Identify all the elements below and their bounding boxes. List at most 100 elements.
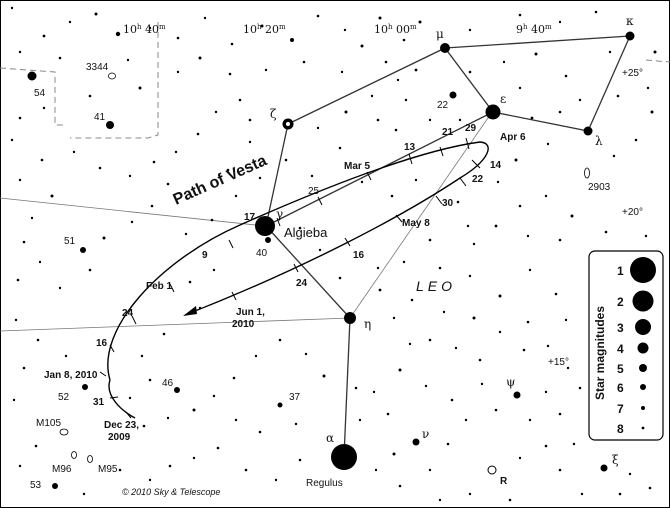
faint-star bbox=[10, 6, 14, 10]
faint-star bbox=[162, 332, 166, 336]
label-alpha: α bbox=[326, 431, 334, 445]
faint-star bbox=[304, 352, 308, 356]
faint-star bbox=[148, 26, 152, 30]
faint-star bbox=[376, 118, 380, 122]
faint-star bbox=[546, 142, 550, 146]
faint-star bbox=[570, 214, 574, 218]
label-m95: M95 bbox=[98, 464, 118, 475]
star-53 bbox=[52, 483, 58, 489]
label-m96: M96 bbox=[52, 464, 72, 475]
faint-star bbox=[38, 260, 42, 264]
faint-star bbox=[174, 150, 178, 154]
path-date-labels: Apr 6 Mar 5 May 8 Feb 1 Jun 1,2010 Jan 8… bbox=[44, 132, 526, 443]
star-37 bbox=[277, 402, 283, 408]
faint-star bbox=[518, 204, 522, 208]
faint-star bbox=[608, 50, 612, 54]
faint-star bbox=[530, 116, 534, 120]
faint-star bbox=[544, 390, 548, 394]
faint-star bbox=[458, 118, 462, 122]
faint-star bbox=[18, 116, 22, 120]
label-kappa: κ bbox=[626, 14, 634, 28]
faint-star bbox=[558, 238, 562, 242]
faint-star bbox=[210, 218, 214, 222]
faint-star bbox=[628, 472, 632, 476]
tick-9: 9 bbox=[202, 250, 208, 261]
ra-label-1000: 10h 00m bbox=[374, 23, 417, 36]
faint-star bbox=[344, 110, 348, 114]
faint-star bbox=[148, 378, 152, 382]
faint-star bbox=[594, 10, 598, 14]
faint-star bbox=[496, 180, 500, 184]
faint-star bbox=[372, 390, 376, 394]
flamsteed-labels: 54 41 22 25 17 40 51 52 46 37 53 bbox=[30, 88, 449, 491]
faint-star bbox=[468, 70, 472, 74]
star-zeta-ring bbox=[286, 122, 290, 126]
faint-star bbox=[498, 294, 502, 298]
label-zeta: ζ bbox=[270, 107, 277, 121]
legend-mag-dot bbox=[639, 364, 647, 372]
faint-star bbox=[518, 86, 522, 90]
faint-star bbox=[464, 418, 468, 422]
deep-sky-labels: 3344 2903 M105 M96 M95 R bbox=[36, 62, 611, 487]
faint-star bbox=[578, 386, 582, 390]
date-may-8: May 8 bbox=[402, 218, 430, 229]
ra-label-1040: 10h 40m bbox=[123, 23, 166, 36]
faint-star bbox=[424, 384, 428, 388]
faint-star bbox=[554, 292, 558, 296]
faint-star bbox=[118, 468, 122, 472]
label-2903: 2903 bbox=[588, 182, 611, 193]
faint-star bbox=[398, 484, 402, 488]
faint-star bbox=[374, 468, 378, 472]
tick-31: 31 bbox=[93, 397, 105, 408]
star-51 bbox=[80, 247, 86, 253]
legend-mag-dot bbox=[640, 384, 646, 390]
faint-star bbox=[212, 268, 216, 272]
faint-star bbox=[384, 60, 388, 64]
constellation-boundary bbox=[0, 22, 670, 139]
faint-star bbox=[58, 286, 62, 290]
faint-star bbox=[140, 354, 144, 358]
legend-mag-dot bbox=[630, 257, 656, 283]
faint-star bbox=[370, 94, 374, 98]
faint-star bbox=[284, 158, 288, 162]
faint-star bbox=[404, 98, 408, 102]
label-25: 25 bbox=[308, 186, 320, 197]
faint-star bbox=[50, 194, 54, 198]
faint-star bbox=[298, 226, 302, 230]
star-40 bbox=[265, 237, 271, 243]
faint-star bbox=[338, 146, 342, 150]
legend-mag-label: 2 bbox=[617, 295, 624, 309]
legend-mag-dot bbox=[641, 406, 645, 410]
faint-star bbox=[544, 444, 548, 448]
star-mu bbox=[440, 43, 450, 53]
label-3344: 3344 bbox=[86, 62, 109, 73]
faint-star bbox=[386, 412, 390, 416]
label-17: 17 bbox=[244, 212, 256, 223]
faint-star bbox=[98, 166, 102, 170]
label-41: 41 bbox=[94, 112, 106, 123]
faint-star bbox=[168, 464, 172, 468]
faint-star bbox=[290, 38, 294, 42]
faint-star bbox=[502, 60, 506, 64]
faint-star bbox=[322, 374, 326, 378]
faint-star bbox=[196, 132, 200, 136]
label-lambda: λ bbox=[595, 134, 603, 148]
faint-star bbox=[360, 180, 364, 184]
faint-star bbox=[418, 20, 422, 24]
faint-star bbox=[338, 276, 342, 280]
faint-star bbox=[468, 492, 472, 496]
legend-mag-label: 6 bbox=[617, 381, 624, 395]
faint-star bbox=[244, 468, 248, 472]
faint-star bbox=[428, 338, 432, 342]
label-46: 46 bbox=[162, 378, 174, 389]
faint-star bbox=[22, 366, 26, 370]
faint-star bbox=[318, 248, 322, 252]
label-psi: ψ bbox=[506, 375, 515, 389]
faint-star bbox=[566, 366, 570, 370]
faint-star bbox=[394, 128, 398, 132]
label-nu: ν bbox=[422, 427, 429, 441]
star-54 bbox=[27, 71, 37, 81]
faint-star bbox=[354, 386, 358, 390]
guide-lines bbox=[0, 114, 491, 332]
faint-star bbox=[316, 126, 320, 130]
